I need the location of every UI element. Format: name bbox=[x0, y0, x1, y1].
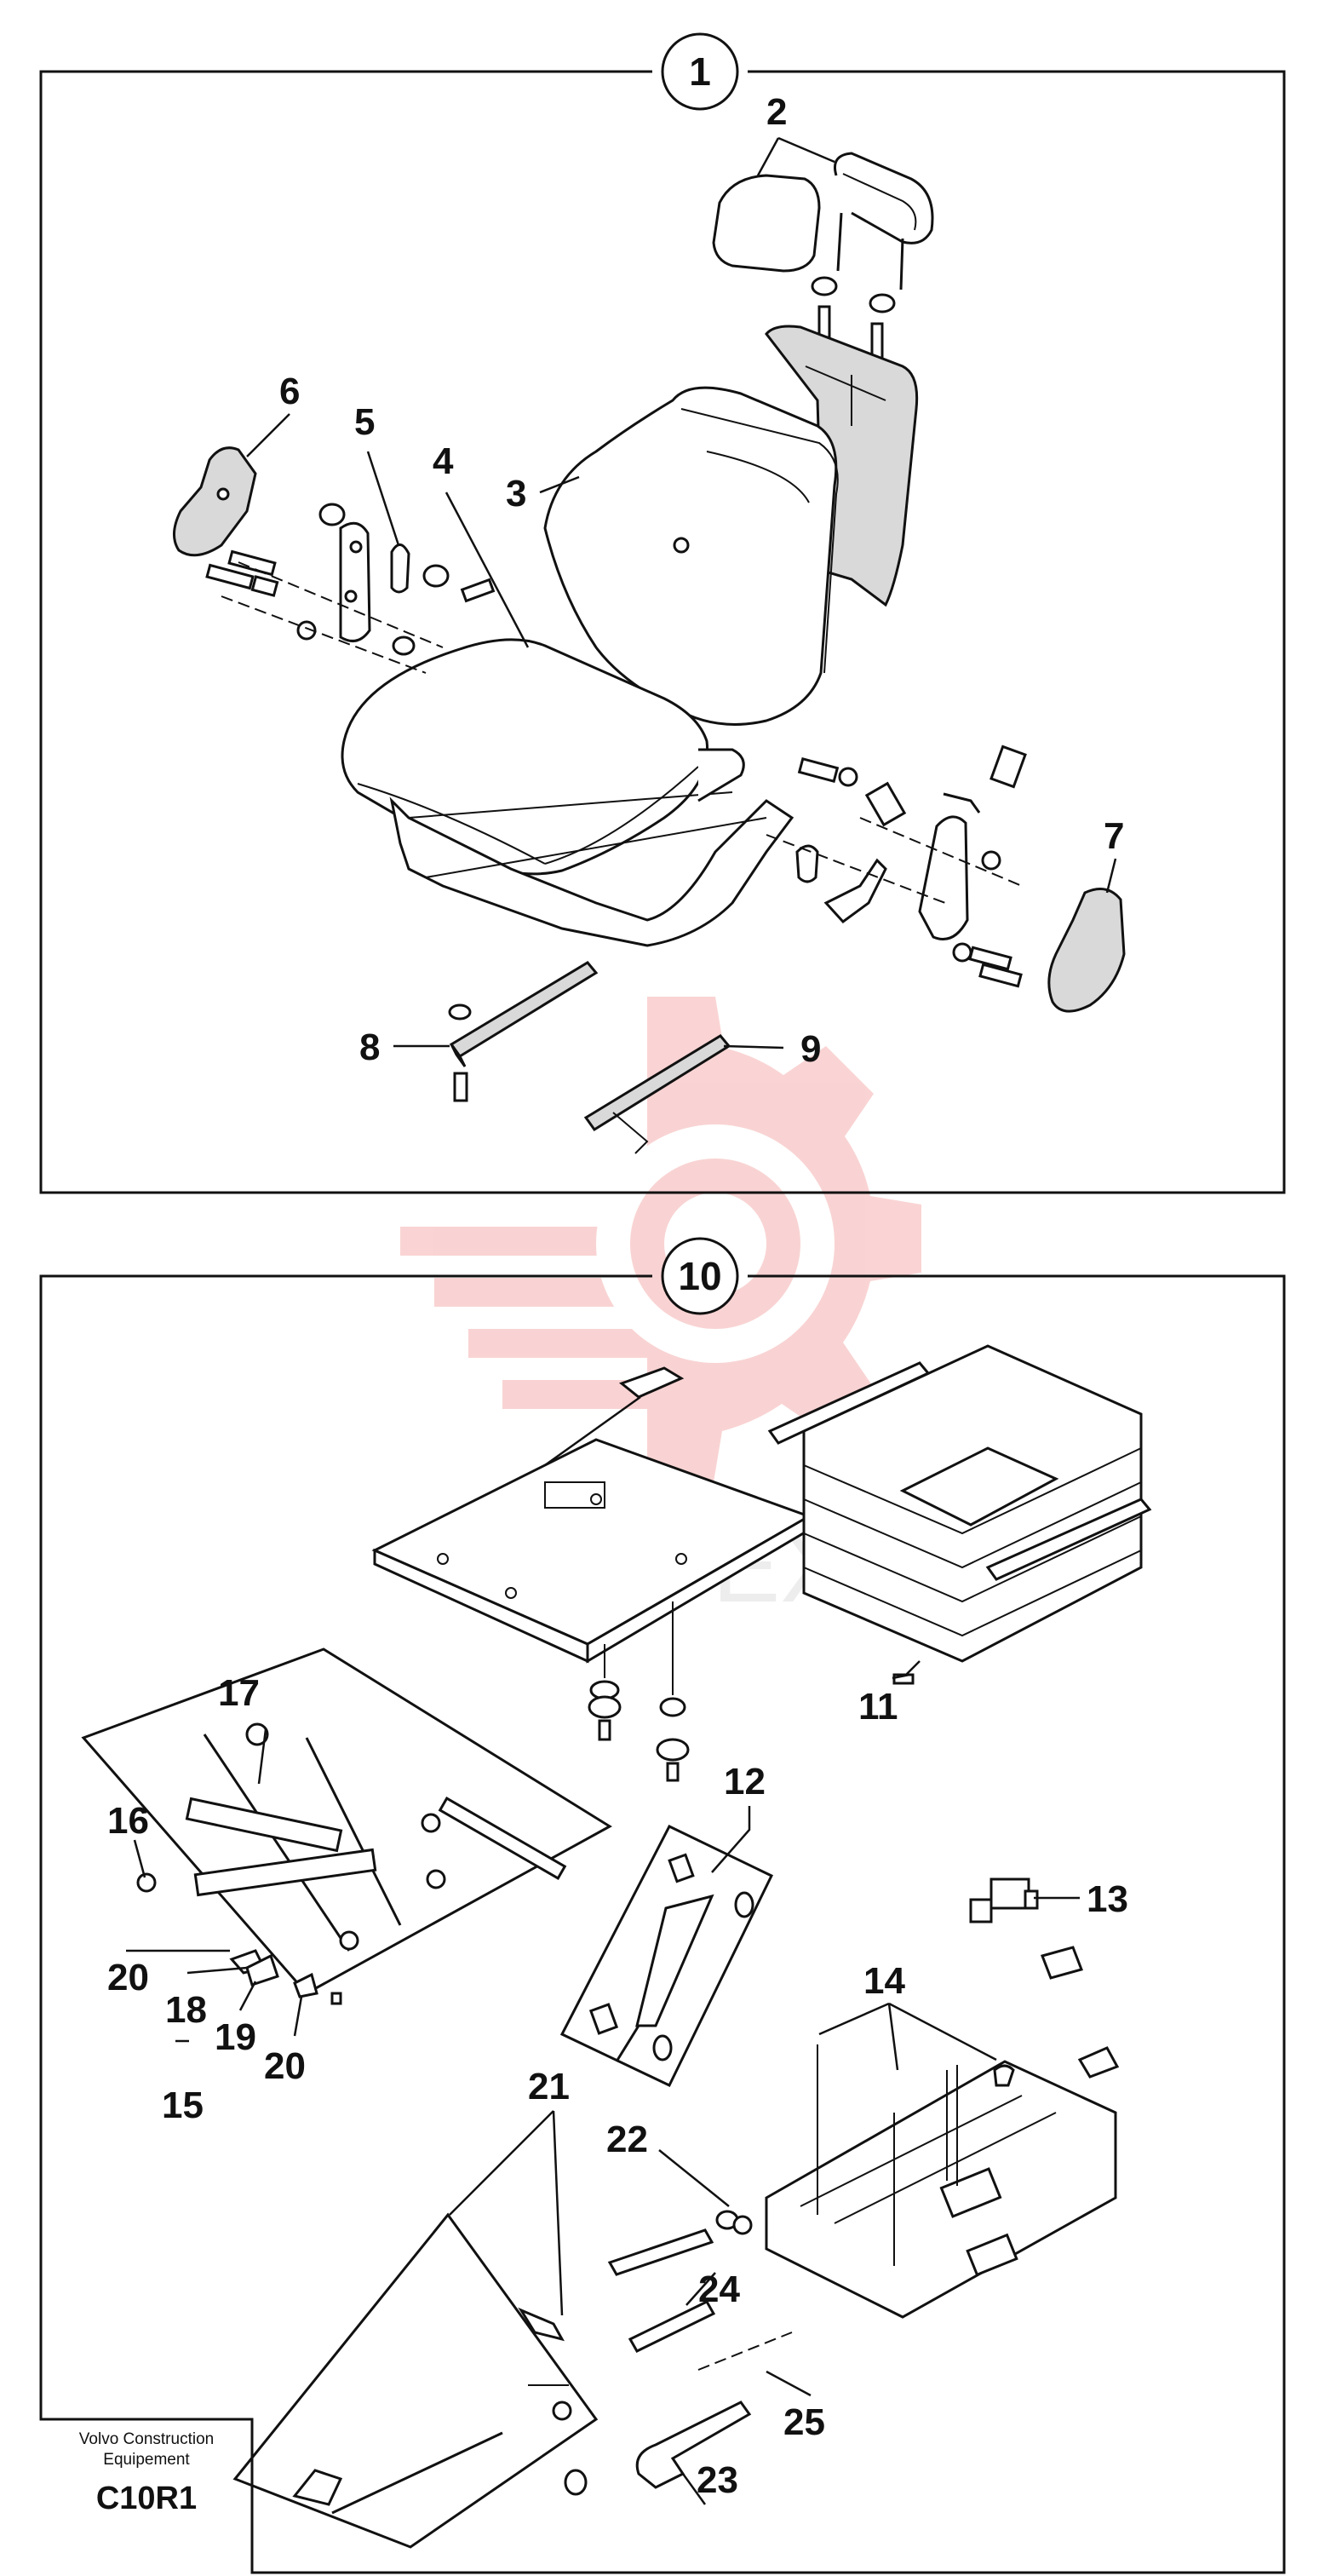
group-1-frame: 1 bbox=[39, 32, 1286, 1194]
callout-2: 2 bbox=[766, 91, 787, 133]
callout-12: 12 bbox=[724, 1761, 766, 1803]
group-1-badge-circle bbox=[661, 32, 739, 111]
backrest-shell bbox=[765, 325, 919, 607]
top-plate bbox=[371, 1366, 812, 1664]
callout-13: 13 bbox=[1087, 1878, 1128, 1920]
callout-17: 17 bbox=[218, 1672, 260, 1714]
left-cover bbox=[173, 446, 257, 557]
release-handle bbox=[564, 2332, 793, 2496]
callout-5: 5 bbox=[354, 401, 375, 443]
group-10-badge-circle bbox=[661, 1237, 739, 1315]
group-10-callouts: 11 12 13 14 15 16 17 18 19 20 20 21 22 2… bbox=[107, 1672, 1128, 2501]
headrest-plugs bbox=[811, 276, 896, 359]
callout-23: 23 bbox=[697, 2459, 738, 2501]
footer-maker-line2: Equipement bbox=[103, 2451, 190, 2469]
callout-19: 19 bbox=[215, 2016, 256, 2058]
gas-spring-box bbox=[559, 1825, 774, 2087]
callout-20b: 20 bbox=[264, 2045, 306, 2087]
footer-maker-line1: Volvo Construction bbox=[78, 2430, 215, 2448]
callout-21: 21 bbox=[528, 2066, 570, 2107]
springs bbox=[607, 2210, 753, 2353]
group-10-leaders bbox=[126, 1673, 1080, 2505]
callout-9: 9 bbox=[800, 1028, 821, 1070]
left-hinge bbox=[339, 521, 410, 642]
callout-11: 11 bbox=[858, 1686, 898, 1728]
callout-4: 4 bbox=[433, 440, 454, 482]
suspension-bellows bbox=[767, 1344, 1152, 1663]
headrest bbox=[712, 152, 934, 290]
callout-22: 22 bbox=[606, 2119, 648, 2160]
callout-6: 6 bbox=[279, 371, 300, 412]
slide-rail-left bbox=[448, 961, 599, 1102]
group-1-callouts: 2 3 4 5 6 7 8 9 bbox=[279, 91, 1124, 1070]
seat-frame bbox=[389, 748, 794, 947]
lever-bracket bbox=[969, 1877, 1039, 1923]
footer-label: Volvo Construction Equipement C10R1 bbox=[41, 2429, 252, 2517]
right-cover bbox=[1047, 888, 1126, 1013]
right-side-parts bbox=[766, 745, 1027, 988]
callout-8: 8 bbox=[359, 1026, 380, 1068]
footer-code: C10R1 bbox=[95, 2481, 198, 2516]
callout-24: 24 bbox=[698, 2268, 740, 2310]
base-frame bbox=[765, 1946, 1120, 2319]
callout-16: 16 bbox=[107, 1800, 149, 1842]
callout-3: 3 bbox=[506, 473, 526, 515]
plate-bumpers bbox=[588, 1601, 690, 1782]
bellows-screw-head bbox=[892, 1673, 915, 1685]
callout-7: 7 bbox=[1104, 815, 1124, 857]
callout-15: 15 bbox=[162, 2084, 204, 2126]
group-1-badge-number: 1 bbox=[689, 49, 711, 94]
callout-14: 14 bbox=[863, 1960, 905, 2002]
group-10-frame: 10 bbox=[39, 1237, 1286, 2574]
scissor-mechanism-box bbox=[81, 1647, 612, 2005]
callout-25: 25 bbox=[783, 2401, 825, 2443]
left-bolts bbox=[205, 503, 496, 674]
callout-20a: 20 bbox=[107, 1957, 149, 1998]
callout-18: 18 bbox=[165, 1989, 207, 2031]
lever-mechanism-box bbox=[232, 2212, 599, 2549]
group-10-badge-number: 10 bbox=[678, 1254, 721, 1298]
group-1-leaders bbox=[246, 136, 1117, 1049]
